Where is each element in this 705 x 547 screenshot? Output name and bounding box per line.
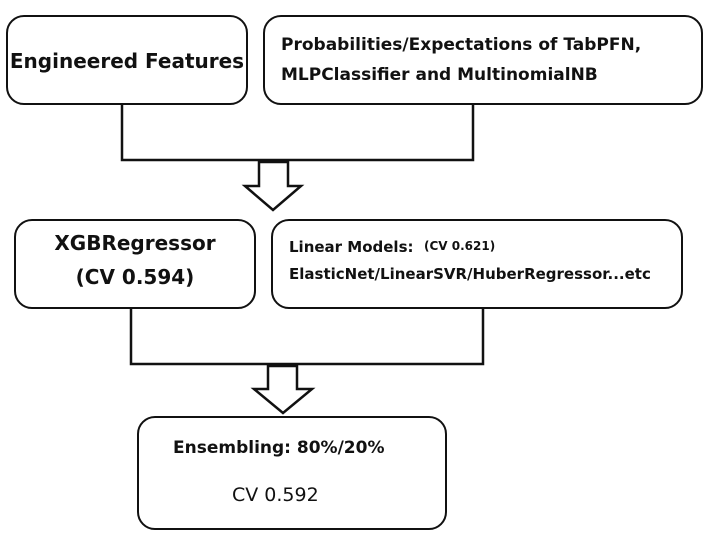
engineered-features-label: Engineered Features: [9, 49, 245, 73]
connector-top-merge: [120, 104, 475, 162]
xgbregressor-title: XGBRegressor: [54, 231, 216, 255]
connector-middle-merge: [129, 308, 485, 366]
probabilities-line1: Probabilities/Expectations of TabPFN,: [281, 35, 642, 55]
linear-models-cv: (CV 0.621): [424, 239, 496, 253]
linear-models-box: Linear Models: (CV 0.621) ElasticNet/Lin…: [271, 219, 683, 309]
xgbregressor-cv: (CV 0.594): [75, 265, 195, 289]
probabilities-line2: MLPClassifier and MultinomialNB: [281, 65, 598, 85]
ensembling-cv: CV 0.592: [232, 484, 319, 506]
probabilities-box: Probabilities/Expectations of TabPFN, ML…: [263, 15, 703, 105]
arrow-down-bottom: [250, 364, 316, 415]
xgbregressor-box: XGBRegressor (CV 0.594): [14, 219, 256, 309]
arrow-down-top: [241, 160, 305, 212]
linear-models-title: Linear Models:: [289, 238, 414, 256]
ensembling-box: Ensembling: 80%/20% CV 0.592: [137, 416, 447, 530]
engineered-features-box: Engineered Features: [6, 15, 248, 105]
linear-models-list: ElasticNet/LinearSVR/HuberRegressor...et…: [289, 265, 651, 283]
ensembling-title: Ensembling: 80%/20%: [173, 438, 385, 458]
